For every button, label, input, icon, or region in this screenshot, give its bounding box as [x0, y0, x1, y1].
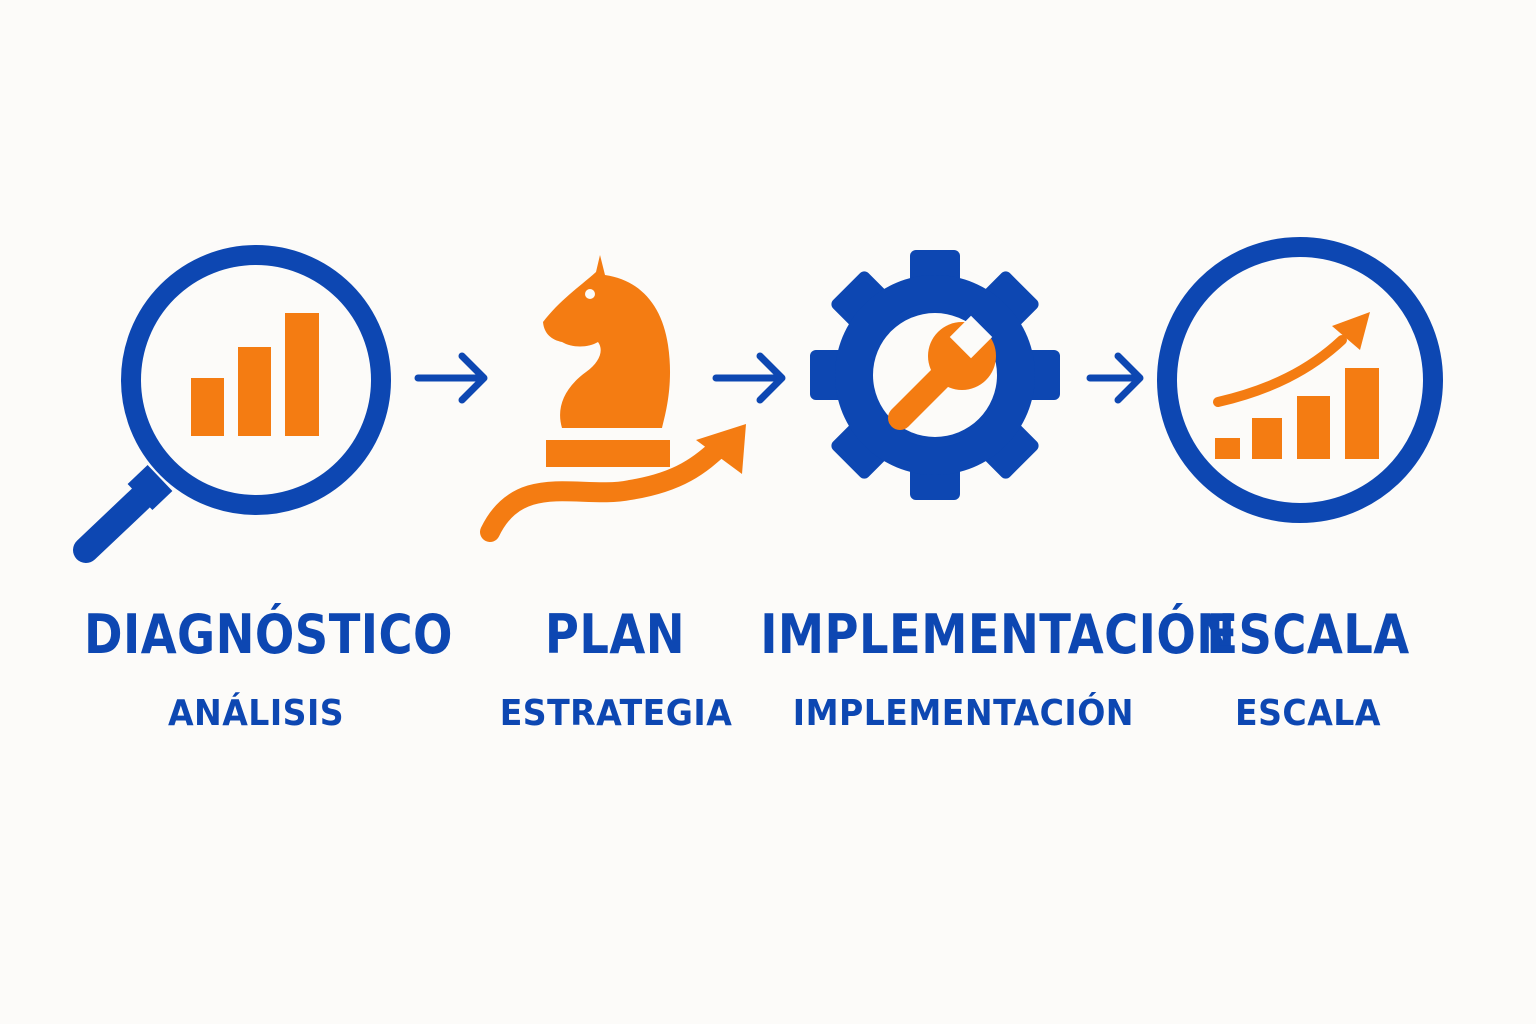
step-diagnostico-title: DIAGNÓSTICO: [84, 603, 453, 666]
step-implementacion-title: IMPLEMENTACIÓN: [760, 603, 1236, 666]
chess-knight-arrow-icon: [480, 255, 746, 542]
step-escala-subtitle: ESCALA: [1235, 693, 1381, 734]
step-diagnostico-subtitle: ANÁLISIS: [167, 693, 345, 734]
step-plan-subtitle: ESTRATEGIA: [499, 693, 733, 734]
arrow-right-icon: [712, 352, 786, 404]
magnifier-bar-chart-icon: [73, 245, 391, 563]
gear-wrench-icon: [810, 250, 1060, 500]
arrow-right-icon: [414, 352, 488, 404]
growth-chart-circle-icon: [1157, 237, 1443, 523]
step-escala-title: ESCALA: [1206, 603, 1410, 666]
arrow-right-icon: [1086, 352, 1144, 404]
step-implementacion-subtitle: IMPLEMENTACIÓN: [792, 693, 1134, 734]
step-plan-title: PLAN: [544, 603, 686, 666]
